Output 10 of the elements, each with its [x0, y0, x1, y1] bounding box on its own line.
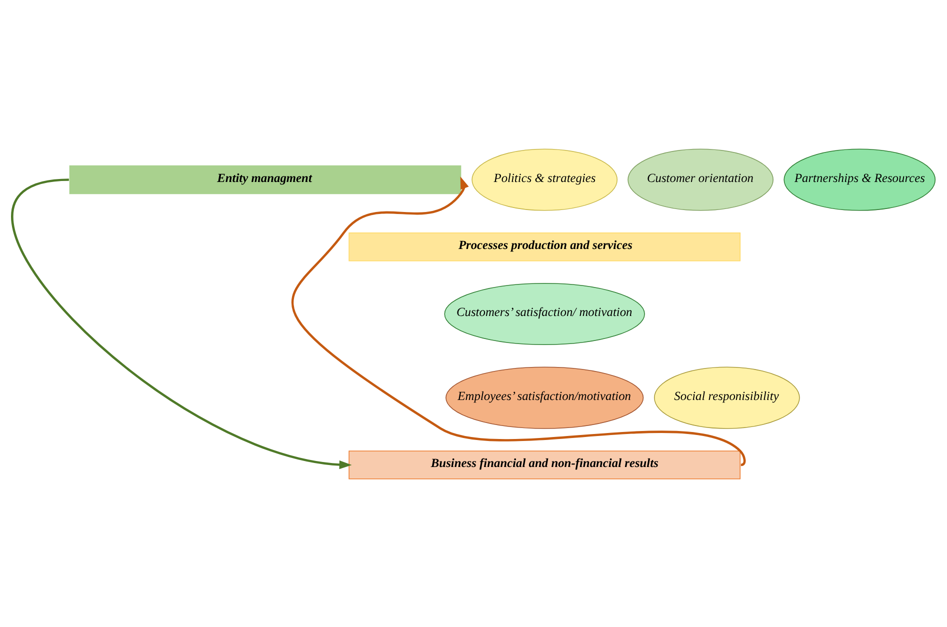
node-ellipse: Social responisibility — [654, 366, 800, 428]
node-ellipse: Partnerships & Resources — [784, 148, 936, 210]
node-ellipse: Customers’ satisfaction/ motivation — [444, 282, 645, 345]
node-ellipse: Employees’ satisfaction/motivation — [446, 366, 644, 428]
node-box: Processes production and services — [348, 232, 741, 261]
arrow — [12, 178, 352, 469]
node-ellipse: Customer orientation — [628, 148, 774, 210]
node-ellipse: Politics & strategies — [472, 148, 618, 210]
node-box: Entity managment — [69, 164, 462, 194]
node-box: Business financial and non-financial results — [348, 450, 741, 479]
